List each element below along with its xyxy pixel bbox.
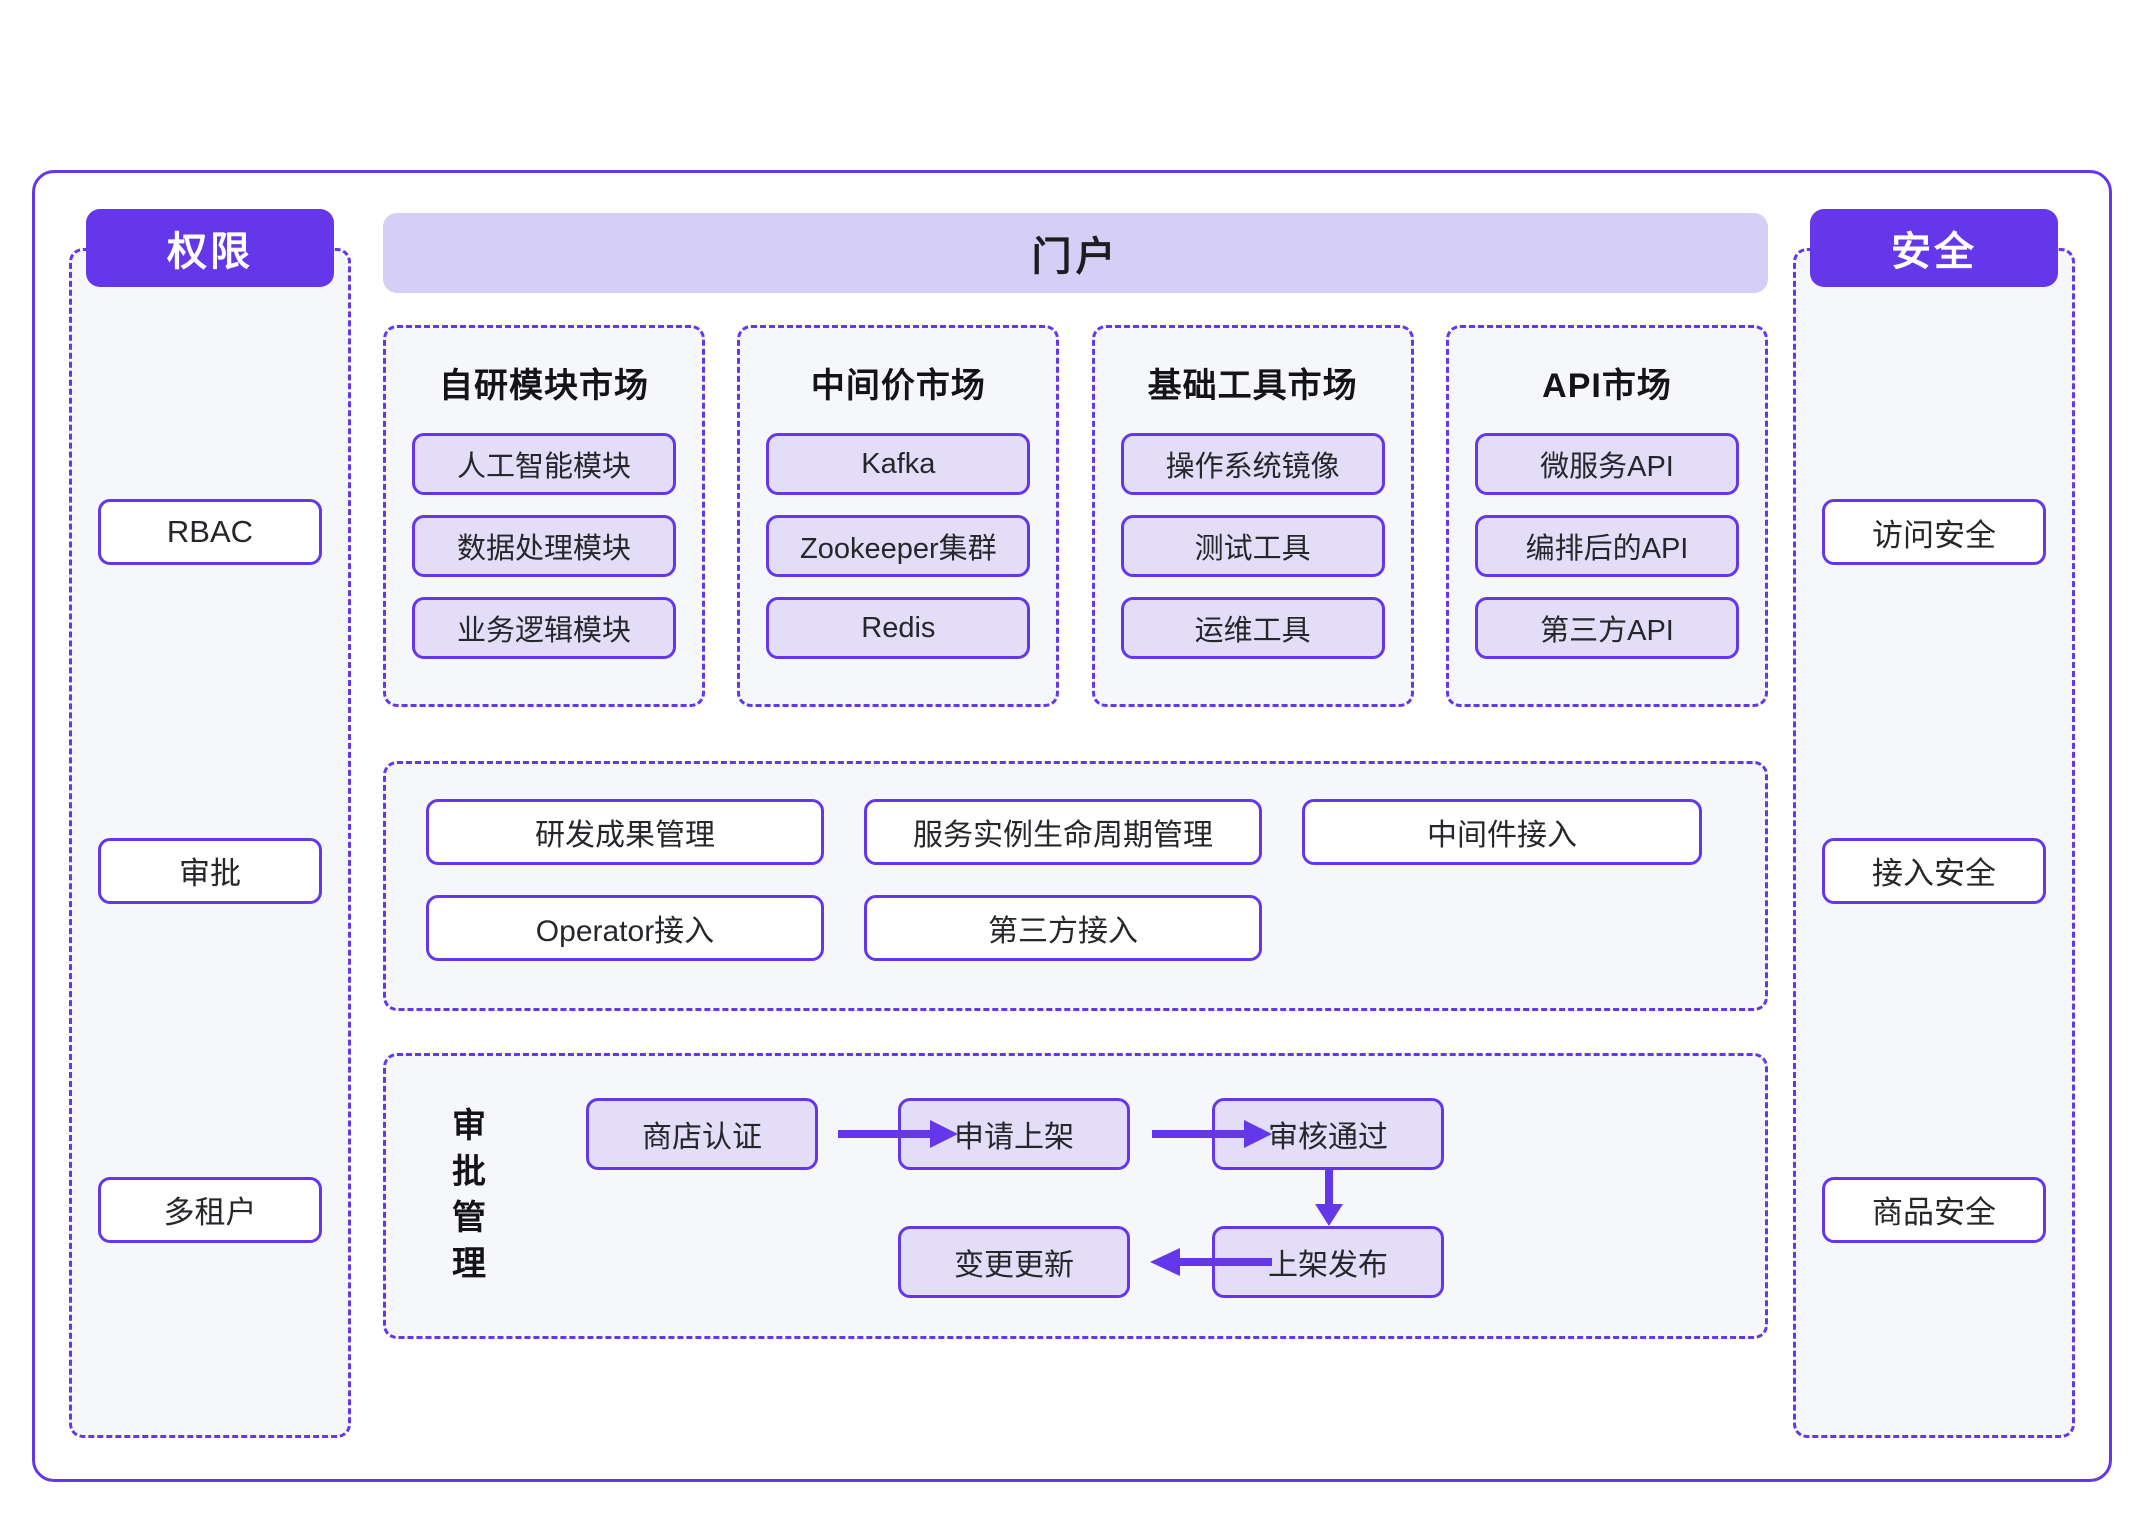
permission-column: 权限 RBAC 审批 多租户 [69, 209, 351, 1438]
capability-item-middleware-access[interactable]: 中间件接入 [1302, 799, 1702, 865]
security-column: 安全 访问安全 接入安全 商品安全 [1793, 209, 2075, 1438]
market-item[interactable]: 微服务API [1474, 433, 1739, 495]
flow-node-shop-auth[interactable]: 商店认证 [586, 1098, 818, 1170]
security-item-access-security[interactable]: 访问安全 [1822, 499, 2046, 566]
permission-item-list: RBAC 审批 多租户 [72, 251, 348, 1435]
market-item[interactable]: 人工智能模块 [412, 433, 676, 495]
arrow-right-icon [1152, 1120, 1272, 1148]
market-title: API市场 [1542, 367, 1672, 405]
security-item-list: 访问安全 接入安全 商品安全 [1796, 251, 2072, 1435]
permission-item-multitenancy[interactable]: 多租户 [98, 1176, 322, 1243]
market-card-middleware: 中间价市场 Kafka Zookeeper集群 Redis [737, 325, 1060, 707]
approval-panel-label: 审 批 管 理 [452, 1107, 488, 1283]
permission-item-rbac[interactable]: RBAC [98, 499, 322, 566]
market-title: 自研模块市场 [439, 367, 649, 405]
flow-node-publish[interactable]: 上架发布 [1212, 1226, 1444, 1298]
permission-column-title: 权限 [86, 209, 334, 287]
security-item-connection-security[interactable]: 接入安全 [1822, 837, 2046, 904]
capability-item-operator-access[interactable]: Operator接入 [426, 895, 824, 961]
market-title: 中间价市场 [810, 367, 986, 405]
capability-row-1: 研发成果管理 服务实例生命周期管理 中间件接入 [426, 799, 1725, 865]
portal-header: 门户 [383, 213, 1768, 293]
market-item[interactable]: Redis [766, 597, 1031, 659]
arrow-right-icon [838, 1120, 958, 1148]
architecture-diagram-frame: 权限 RBAC 审批 多租户 门户 自研模块市场 人工智能模块 数据处理模块 业… [32, 170, 2112, 1482]
market-item[interactable]: 编排后的API [1474, 515, 1739, 577]
market-item[interactable]: 数据处理模块 [412, 515, 676, 577]
arrow-left-icon [1150, 1248, 1272, 1276]
flow-node-review-pass[interactable]: 审核通过 [1212, 1098, 1444, 1170]
market-title: 基础工具市场 [1147, 367, 1358, 405]
security-item-product-security[interactable]: 商品安全 [1822, 1176, 2046, 1243]
market-card-self-developed: 自研模块市场 人工智能模块 数据处理模块 业务逻辑模块 [383, 325, 705, 707]
market-item[interactable]: Zookeeper集群 [766, 515, 1031, 577]
market-item[interactable]: 第三方API [1474, 597, 1739, 659]
market-card-api: API市场 微服务API 编排后的API 第三方API [1445, 325, 1768, 707]
market-item[interactable]: 操作系统镜像 [1120, 433, 1385, 495]
security-column-title: 安全 [1810, 209, 2058, 287]
capability-item-service-lifecycle[interactable]: 服务实例生命周期管理 [864, 799, 1262, 865]
center-column: 门户 自研模块市场 人工智能模块 数据处理模块 业务逻辑模块 中间价市场 Kaf… [383, 213, 1768, 1438]
capability-panel: 研发成果管理 服务实例生命周期管理 中间件接入 Operator接入 第三方接入 [383, 761, 1768, 1011]
market-item[interactable]: 测试工具 [1120, 515, 1385, 577]
markets-row: 自研模块市场 人工智能模块 数据处理模块 业务逻辑模块 中间价市场 Kafka … [383, 325, 1768, 707]
approval-panel: 审 批 管 理 商店认证 申请上架 审核通过 上架发布 变更更新 [383, 1053, 1768, 1339]
market-item[interactable]: Kafka [766, 433, 1031, 495]
flow-node-change-update[interactable]: 变更更新 [898, 1226, 1130, 1298]
capability-row-2: Operator接入 第三方接入 [426, 895, 1725, 961]
capability-item-rnd-assets[interactable]: 研发成果管理 [426, 799, 824, 865]
market-card-basic-tools: 基础工具市场 操作系统镜像 测试工具 运维工具 [1091, 325, 1414, 707]
arrow-down-icon [1315, 1170, 1343, 1226]
capability-item-thirdparty-access[interactable]: 第三方接入 [864, 895, 1262, 961]
market-item[interactable]: 运维工具 [1120, 597, 1385, 659]
permission-item-approval[interactable]: 审批 [98, 837, 322, 904]
market-item[interactable]: 业务逻辑模块 [412, 597, 676, 659]
